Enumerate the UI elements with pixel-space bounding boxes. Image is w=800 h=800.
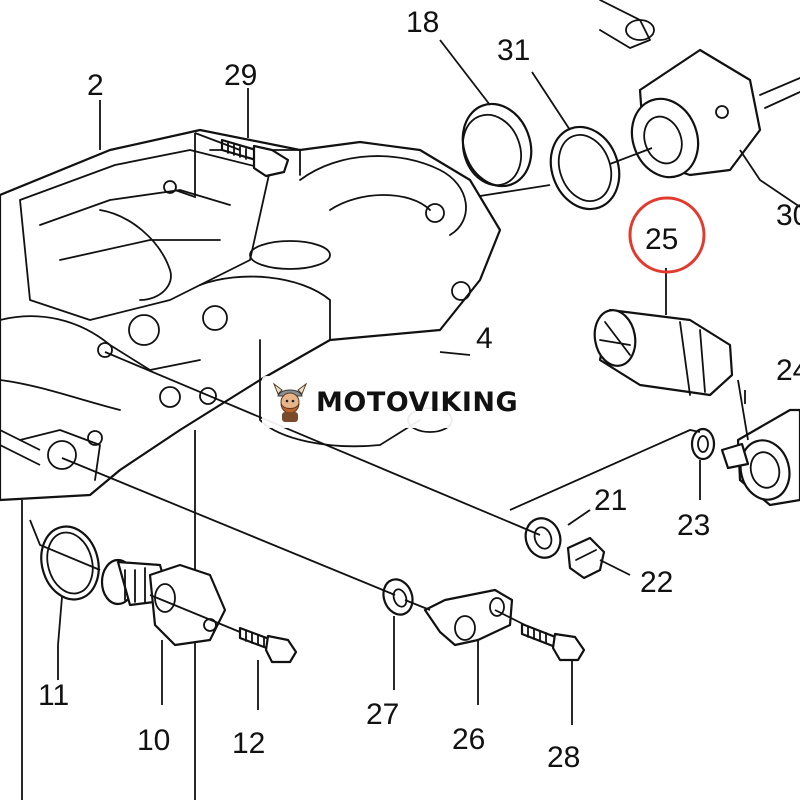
callout-25: 25 [645, 223, 678, 256]
callout-31: 31 [497, 34, 530, 67]
callout-11: 11 [38, 679, 69, 712]
callout-21: 21 [594, 484, 627, 517]
fitting-part-30 [599, 0, 800, 179]
callout-12: 12 [232, 727, 265, 760]
callout-23: 23 [677, 509, 710, 542]
oring-part-31 [549, 125, 621, 211]
callout-4: 4 [476, 322, 493, 355]
plug-part-24 [720, 408, 800, 507]
washer-part-21 [524, 517, 562, 559]
plug-part-22 [566, 536, 606, 580]
callout-29: 29 [224, 59, 257, 92]
bolt-part-28 [520, 622, 586, 662]
housing-part-2 [0, 128, 502, 502]
callout-18: 18 [406, 6, 439, 39]
watermark-text: MOTOVIKING [316, 386, 519, 418]
oring-part-11 [40, 525, 100, 601]
callout-2: 2 [87, 69, 104, 102]
callout-28: 28 [547, 741, 580, 774]
callout-10: 10 [137, 724, 170, 757]
washer-part-23 [690, 427, 716, 461]
valve-part-10 [100, 558, 227, 647]
cap-part-18 [461, 102, 533, 188]
callout-27: 27 [366, 698, 399, 731]
callout-24: 24 [776, 354, 800, 387]
callout-26: 26 [452, 723, 485, 756]
flange-part-26 [423, 588, 514, 647]
callout-22: 22 [640, 566, 673, 599]
washer-part-27 [382, 578, 414, 616]
bolt-part-12 [238, 626, 298, 664]
callout-30: 30 [776, 199, 800, 232]
sensor-part-25 [593, 308, 734, 397]
highlight-circle [628, 196, 706, 274]
watermark: MOTOVIKING [262, 376, 535, 428]
viking-mascot-icon [272, 382, 308, 422]
